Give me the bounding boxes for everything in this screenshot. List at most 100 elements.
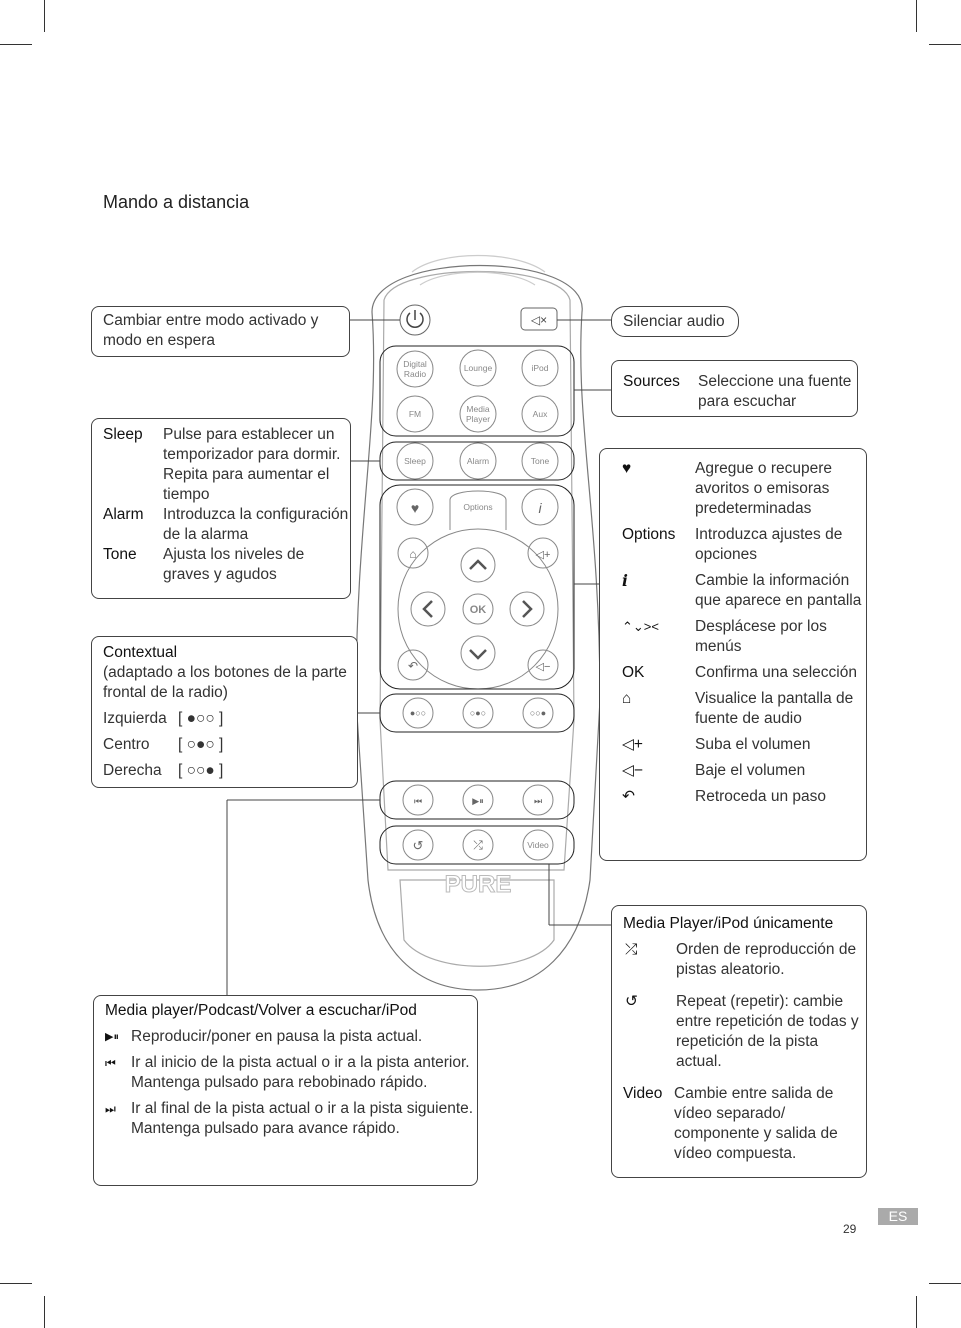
digital-radio-label-2: Radio: [404, 369, 426, 379]
shuffle-icon: ⤮: [625, 941, 638, 958]
context-left-label: Izquierda: [103, 710, 167, 727]
sources-callout: Sources Seleccione una fuente para escuc…: [611, 360, 858, 417]
contextual-callout: Contextual (adaptado a los botones de la…: [91, 636, 358, 788]
power-callout: Cambiar entre modo activado y modo en es…: [91, 306, 350, 357]
fm-label: FM: [409, 409, 421, 419]
remote-inner-outline: [379, 270, 575, 871]
svg-text:▶⏸: ▶⏸: [472, 796, 483, 806]
svg-text:○●○: ○●○: [470, 708, 486, 718]
shuffle-item: ⤮ Orden de reproducción de pistas aleato…: [623, 940, 866, 980]
media-player-ipod-callout: Media Player/iPod únicamente ⤮ Orden de …: [611, 905, 867, 1178]
tone-item: Tone Ajusta los niveles de graves y agud…: [103, 545, 350, 585]
next-icon: ⏭: [105, 1102, 116, 1116]
favourite-item: ♥ Agregue o recupere avoritos o emisoras…: [622, 459, 866, 519]
home-item: ⌂ Visualice la pantalla de fuente de aud…: [622, 689, 866, 729]
volume-down-description: Baje el volumen: [695, 762, 806, 779]
shuffle-button: [462, 829, 494, 861]
next-button: [522, 784, 554, 816]
context-right-symbol: [ ○○● ]: [178, 762, 224, 779]
crop-mark: [929, 1283, 961, 1284]
sleep-button: [396, 442, 434, 480]
svg-text:◁×: ◁×: [531, 313, 547, 327]
back-item: ↶ Retroceda un paso: [622, 787, 866, 807]
media-player-callout: Media player/Podcast/Volver a escuchar/i…: [93, 995, 478, 1186]
options-item: Options Introduzca ajustes de opciones: [622, 525, 866, 565]
arrows-item: ⌃⌄>< Desplácese por los menús: [622, 617, 866, 657]
page-number: 29: [843, 1222, 857, 1236]
mute-callout: Silenciar audio: [611, 306, 739, 337]
context-centre-item: Centro [ ○●○ ]: [103, 735, 357, 755]
media-player-button: [459, 395, 497, 433]
aux-label: Aux: [533, 409, 548, 419]
home-icon: ⌂: [622, 690, 632, 707]
context-centre-symbol: [ ○●○ ]: [178, 736, 224, 753]
options-label: Options: [463, 502, 492, 512]
alarm-description: Introduzca la configuración de la alarma: [163, 506, 349, 543]
previous-item: ⏮ Ir al inicio de la pista actual o ir a…: [105, 1053, 477, 1093]
ok-description: Confirma una selección: [695, 664, 857, 681]
options-button: [449, 490, 507, 530]
crop-mark: [44, 1296, 45, 1328]
power-description: Cambiar entre modo activado y modo en es…: [103, 312, 319, 349]
video-button: [522, 829, 554, 861]
context-right-button: [522, 697, 554, 729]
svg-text:⤮: ⤮: [473, 838, 483, 852]
sleep-item: Sleep Pulse para establecer un temporiza…: [103, 425, 350, 505]
lounge-button: [459, 349, 497, 387]
shuffle-description: Orden de reproducción de pistas aleatori…: [676, 941, 857, 978]
repeat-description: Repeat (repetir): cambie entre repetició…: [676, 993, 859, 1070]
info-item: i Cambie la información que aparece en p…: [622, 571, 866, 611]
tone-description: Ajusta los niveles de graves y agudos: [163, 546, 305, 583]
volume-up-item: ◁+ Suba el volumen: [622, 735, 866, 755]
play-pause-item: ▶⏸ Reproducir/poner en pausa la pista ac…: [105, 1027, 477, 1047]
volume-up-button: [527, 537, 559, 569]
page-title: Mando a distancia: [103, 192, 250, 212]
alarm-item: Alarm Introduzca la configuración de la …: [103, 505, 350, 545]
context-right-label: Derecha: [103, 762, 162, 779]
video-item: Video Cambie entre salida de vídeo separ…: [623, 1084, 866, 1164]
svg-text:⌂: ⌂: [409, 547, 416, 561]
media-heading: Media player/Podcast/Volver a escuchar/i…: [105, 1002, 417, 1019]
alarm-button: [459, 442, 497, 480]
crop-mark: [929, 44, 961, 45]
context-centre-button: [462, 697, 494, 729]
svg-text:⏭: ⏭: [534, 796, 542, 806]
info-button: [521, 488, 559, 526]
play-pause-button: [462, 784, 494, 816]
sources-key: Sources: [623, 373, 680, 390]
ok-key: OK: [622, 664, 645, 681]
info-icon: i: [538, 500, 542, 516]
ok-item: OK Confirma una selección: [622, 663, 866, 683]
crop-mark: [916, 1296, 917, 1328]
crop-mark: [0, 44, 32, 45]
volume-down-icon: ◁−: [622, 762, 643, 779]
arrows-description: Desplácese por los menús: [695, 618, 827, 655]
remote-outline: [355, 265, 601, 991]
left-button: [410, 591, 446, 627]
volume-down-button: [527, 649, 559, 681]
sleep-alarm-tone-callout: Sleep Pulse para establecer un temporiza…: [91, 418, 351, 599]
repeat-icon: ↺: [625, 993, 638, 1010]
media-only-heading: Media Player/iPod únicamente: [623, 915, 834, 932]
sleep-label: Sleep: [404, 456, 426, 466]
svg-text:⏮: ⏮: [414, 796, 422, 806]
back-button: [397, 649, 429, 681]
repeat-button: [402, 829, 434, 861]
options-description: Introduzca ajustes de opciones: [695, 526, 843, 563]
context-right-item: Derecha [ ○○● ]: [103, 761, 357, 781]
video-label: Video: [527, 840, 549, 850]
context-left-button: [402, 697, 434, 729]
contextual-subheading: (adaptado a los botones de la parte fron…: [103, 664, 347, 701]
svg-text:○○●: ○○●: [530, 708, 546, 718]
sources-highlight: [379, 345, 575, 437]
fm-button: [396, 395, 434, 433]
video-description: Cambie entre salida de vídeo separado/ c…: [674, 1085, 838, 1162]
tone-key: Tone: [103, 546, 137, 563]
play-pause-description: Reproducir/poner en pausa la pista actua…: [131, 1028, 423, 1045]
previous-button: [402, 784, 434, 816]
digital-radio-label-1: Digital: [403, 359, 427, 369]
down-button: [460, 635, 496, 671]
up-button: [460, 547, 496, 583]
repeat-item: ↺ Repeat (repetir): cambie entre repetic…: [623, 992, 866, 1072]
